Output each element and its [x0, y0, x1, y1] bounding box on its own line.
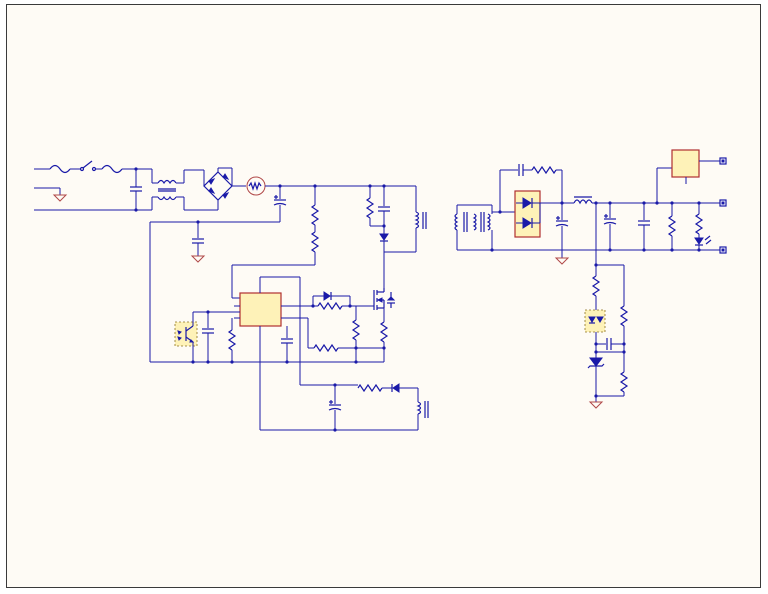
switch-icon	[79, 160, 97, 172]
transformer-icon	[454, 212, 491, 232]
fuse-icon	[101, 164, 123, 174]
resistor-icon	[365, 197, 375, 219]
ac-input-section	[34, 160, 204, 212]
inductor-icon	[573, 196, 593, 205]
diode-icon	[379, 233, 389, 241]
terminal-box-icon	[671, 149, 700, 178]
ic-block-icon	[239, 292, 282, 327]
electrolytic-capacitor-icon	[328, 400, 342, 411]
thermistor-icon	[246, 176, 266, 196]
capacitor-icon	[606, 338, 612, 350]
optocoupler-icon	[584, 309, 606, 333]
dual-diode-icon	[514, 190, 541, 238]
resistor-icon	[227, 329, 237, 351]
capacitor-icon	[130, 186, 142, 192]
mosfet-icon	[373, 288, 396, 310]
capacitor-icon	[202, 328, 214, 334]
resistor-icon	[619, 305, 629, 327]
resistor-icon	[531, 165, 557, 175]
ground-icon	[52, 194, 68, 202]
resistor-icon	[351, 319, 361, 341]
resistor-icon	[317, 301, 343, 311]
resistor-icon	[379, 321, 389, 343]
fuse-icon	[49, 164, 71, 174]
led-icon	[588, 316, 596, 323]
capacitor-icon	[281, 338, 293, 344]
diode-icon	[323, 291, 331, 301]
phototransistor-icon	[177, 325, 195, 343]
resistor-icon	[619, 371, 629, 393]
resistor-icon	[694, 213, 704, 235]
transformer-icon	[414, 211, 427, 229]
resistor-icon	[591, 275, 601, 297]
ground-icon	[588, 401, 604, 409]
capacitor-icon	[638, 220, 650, 226]
resistor-icon	[667, 215, 677, 237]
electrolytic-capacitor-icon	[555, 216, 569, 227]
bridge-rectifier-icon	[203, 167, 233, 211]
resistor-icon	[357, 383, 383, 393]
capacitor-icon	[192, 238, 204, 244]
common-mode-choke-icon	[151, 169, 185, 210]
resistor-icon	[310, 204, 320, 226]
schematic-sheet	[6, 4, 761, 588]
capacitor-icon	[378, 206, 390, 212]
capacitor-icon	[518, 164, 524, 176]
resistor-icon	[313, 343, 339, 353]
led-icon	[694, 235, 712, 246]
transformer-icon	[416, 401, 429, 418]
electrolytic-capacitor-icon	[603, 214, 617, 225]
shunt-regulator-icon	[589, 357, 603, 367]
electrolytic-capacitor-icon	[273, 195, 287, 206]
diode-icon	[392, 383, 400, 393]
ground-icon	[554, 257, 570, 265]
ground-icon	[190, 255, 206, 263]
resistor-icon	[310, 231, 320, 253]
